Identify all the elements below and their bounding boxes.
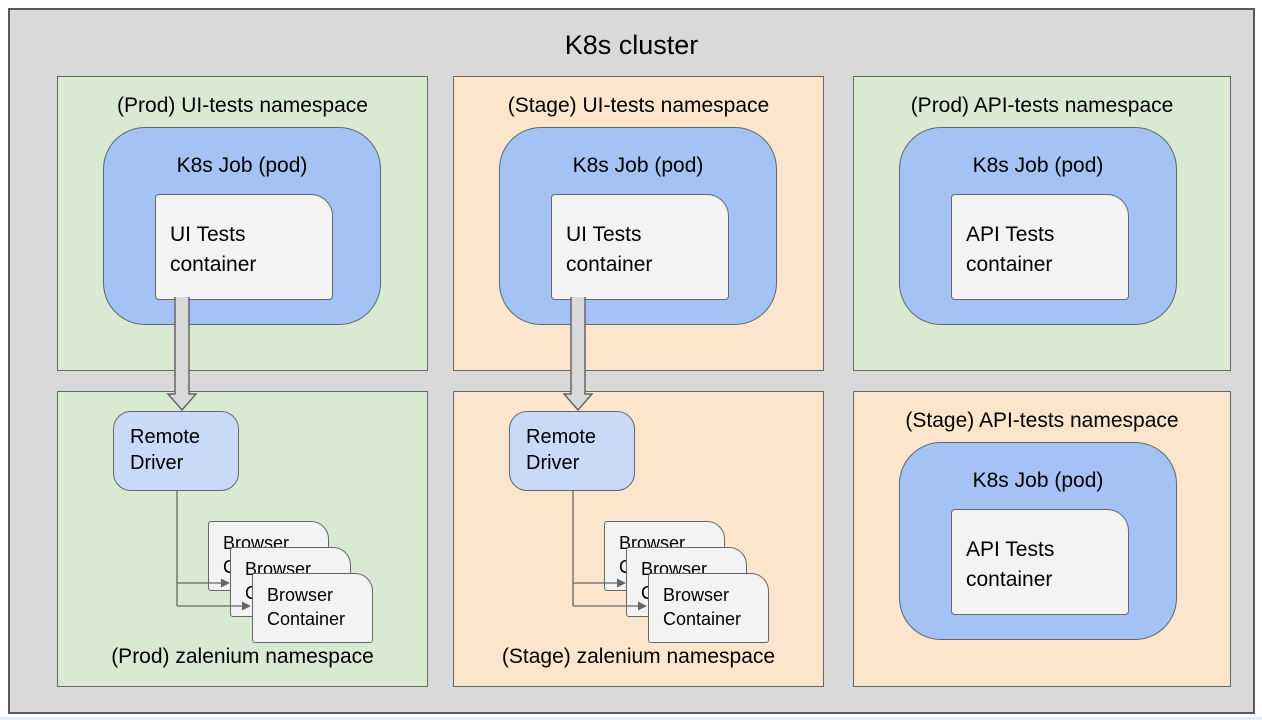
namespace-title: (Prod) UI-tests namespace	[117, 94, 368, 117]
container-label-line1: API Tests	[966, 223, 1055, 246]
namespace-stage-zalenium: Remote Driver Browser Container Browser …	[453, 391, 824, 687]
remote-driver-label-line1: Remote	[130, 426, 201, 448]
k8s-job-pod-box: K8s Job (pod) UI Tests container	[103, 127, 381, 325]
browser-label-line2: Container	[663, 609, 742, 629]
window-edge-strip	[0, 717, 1262, 720]
api-tests-container-box: API Tests container	[951, 509, 1129, 615]
browser-container-box-front: Browser Container	[252, 573, 373, 643]
api-tests-container-box: API Tests container	[951, 194, 1129, 300]
namespace-title: (Prod) zalenium namespace	[111, 645, 374, 668]
k8s-job-pod-box: K8s Job (pod) API Tests container	[899, 442, 1177, 640]
k8s-job-pod-label: K8s Job (pod)	[972, 469, 1104, 492]
browser-container-box-front: Browser Container	[648, 573, 769, 643]
namespace-stage-api-tests: (Stage) API-tests namespace K8s Job (pod…	[853, 391, 1231, 687]
browser-label-line1: Browser	[267, 585, 334, 605]
ui-tests-container-box: UI Tests container	[155, 194, 333, 300]
arrow-prod-ui-to-zalenium-icon	[166, 297, 198, 412]
container-label-line1: API Tests	[966, 538, 1055, 561]
remote-driver-box: Remote Driver	[113, 411, 239, 491]
remote-driver-label-line1: Remote	[526, 426, 597, 448]
remote-driver-box: Remote Driver	[509, 411, 635, 491]
namespace-title: (Stage) UI-tests namespace	[507, 94, 770, 117]
cluster-title: K8s cluster	[564, 30, 699, 60]
container-label-line2: container	[966, 253, 1053, 276]
container-label-line2: container	[170, 253, 257, 276]
namespace-prod-zalenium: Remote Driver Browser Container Browser …	[57, 391, 428, 687]
container-label-line1: UI Tests	[566, 223, 642, 246]
k8s-job-pod-label: K8s Job (pod)	[572, 154, 704, 177]
k8s-job-pod-label: K8s Job (pod)	[972, 154, 1104, 177]
arrow-stage-ui-to-zalenium-icon	[562, 297, 594, 412]
container-label-line2: container	[966, 568, 1053, 591]
k8s-job-pod-box: K8s Job (pod) UI Tests container	[499, 127, 777, 325]
namespace-prod-ui-tests: (Prod) UI-tests namespace K8s Job (pod) …	[57, 76, 428, 371]
namespace-stage-ui-tests: (Stage) UI-tests namespace K8s Job (pod)…	[453, 76, 824, 371]
remote-driver-label-line2: Driver	[526, 452, 580, 474]
ui-tests-container-box: UI Tests container	[551, 194, 729, 300]
k8s-job-pod-box: K8s Job (pod) API Tests container	[899, 127, 1177, 325]
container-label-line1: UI Tests	[170, 223, 246, 246]
namespace-title: (Prod) API-tests namespace	[910, 94, 1174, 117]
namespace-title: (Stage) zalenium namespace	[501, 645, 776, 668]
browser-label-line1: Browser	[663, 585, 730, 605]
namespace-prod-api-tests: (Prod) API-tests namespace K8s Job (pod)…	[853, 76, 1231, 371]
remote-driver-label-line2: Driver	[130, 452, 184, 474]
browser-label-line2: Container	[267, 609, 346, 629]
namespace-title: (Stage) API-tests namespace	[905, 409, 1179, 432]
container-label-line2: container	[566, 253, 653, 276]
k8s-job-pod-label: K8s Job (pod)	[176, 154, 308, 177]
